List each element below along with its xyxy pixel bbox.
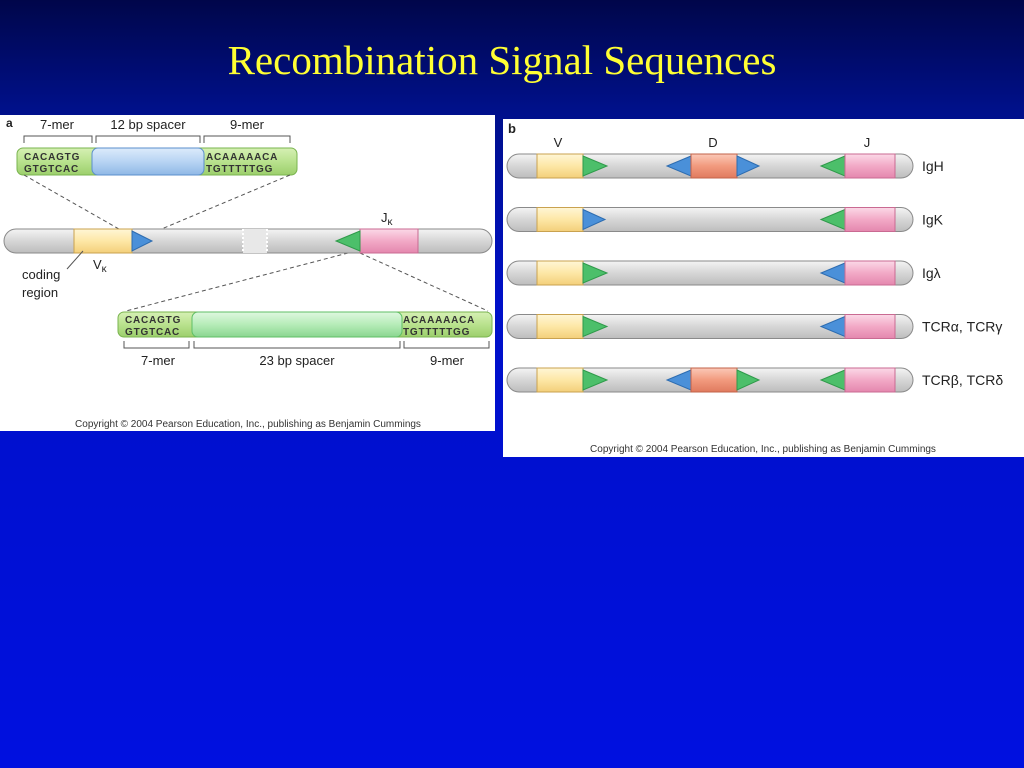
v-segment xyxy=(536,207,584,232)
bottom-heptamer-seq-top: CACAGTG xyxy=(125,315,181,326)
d-downstream-triangle-icon xyxy=(736,155,761,177)
j-segment xyxy=(844,260,896,286)
bottom-heptamer-label: 7-mer xyxy=(141,353,176,368)
v-segment xyxy=(536,153,584,179)
top-spacer-label: 12 bp spacer xyxy=(110,117,186,132)
coding-region-label-line1: coding xyxy=(22,267,60,282)
top-nonamer-seq-bottom: TGTTTTTGG xyxy=(206,164,273,175)
v-rss-triangle-icon xyxy=(582,369,609,391)
panel-a-diagram: a 7-mer 12 bp spacer 9-mer CACAGTG GTGTC… xyxy=(0,115,495,431)
v-rss-triangle-icon xyxy=(582,208,607,231)
bottom-heptamer-seq-bottom: GTGTCAC xyxy=(125,327,180,338)
top-nonamer-label: 9-mer xyxy=(230,117,265,132)
v-column-label: V xyxy=(554,135,563,150)
locus-row: TCRβ, TCRδ xyxy=(506,367,1003,393)
panel-a-copyright: Copyright © 2004 Pearson Education, Inc.… xyxy=(75,419,421,430)
chromosome-bar xyxy=(506,260,914,286)
j-column-label: J xyxy=(864,135,871,150)
panel-b-letter: b xyxy=(508,121,516,136)
j-segment xyxy=(844,314,896,339)
bottom-nonamer-label: 9-mer xyxy=(430,353,465,368)
v-rss-triangle-icon xyxy=(131,230,154,252)
locus-label: TCRβ, TCRδ xyxy=(922,372,1003,388)
v-segment xyxy=(536,314,584,339)
coding-region-pointer xyxy=(66,250,84,270)
bottom-zoom-lines xyxy=(125,252,489,312)
v-kappa-label: Vκ xyxy=(93,257,108,275)
top-heptamer-seq-bottom: GTGTCAC xyxy=(24,164,79,175)
j-rss-triangle-icon xyxy=(334,230,361,252)
top-rss-bar xyxy=(16,147,298,176)
top-nonamer-seq-top: ACAAAAACA xyxy=(206,152,278,163)
bottom-nonamer-seq-top: ACAAAAACA xyxy=(403,315,475,326)
slide-title: Recombination Signal Sequences xyxy=(227,37,777,83)
d-segment xyxy=(690,153,738,179)
bottom-rss-bar xyxy=(117,311,493,338)
j-segment xyxy=(844,153,896,179)
locus-row: TCRα, TCRγ xyxy=(506,314,1002,339)
locus-row: Igλ xyxy=(506,260,941,286)
bottom-spacer-label: 23 bp spacer xyxy=(259,353,335,368)
chromosome-bar xyxy=(506,314,914,339)
v-segment xyxy=(536,367,584,393)
j-segment xyxy=(844,367,896,393)
locus-row: IgH xyxy=(506,153,944,179)
locus-row: IgK xyxy=(506,207,944,232)
locus-label: TCRα, TCRγ xyxy=(922,319,1002,335)
panel-a-letter: a xyxy=(6,116,13,130)
d-column-label: D xyxy=(708,135,717,150)
locus-label: IgH xyxy=(922,158,944,174)
coding-region-label-line2: region xyxy=(22,285,58,300)
chromosome-bar xyxy=(506,207,914,232)
locus-label: Igλ xyxy=(922,265,941,281)
j-kappa-label: Jκ xyxy=(381,210,394,228)
v-rss-triangle-icon xyxy=(582,315,609,338)
locus-label: IgK xyxy=(922,212,944,228)
d-segment xyxy=(690,367,738,393)
main-chromosome xyxy=(3,228,493,254)
top-heptamer-label: 7-mer xyxy=(40,117,75,132)
bottom-nonamer-seq-bottom: TGTTTTTGG xyxy=(403,327,470,338)
top-heptamer-seq-top: CACAGTG xyxy=(24,152,80,163)
v-rss-triangle-icon xyxy=(582,155,609,177)
v-rss-triangle-icon xyxy=(582,262,609,284)
top-zoom-lines xyxy=(23,174,291,234)
panel-b-copyright: Copyright © 2004 Pearson Education, Inc.… xyxy=(590,444,936,455)
panel-a-svg: a 7-mer 12 bp spacer 9-mer CACAGTG GTGTC… xyxy=(3,116,493,430)
v-segment xyxy=(536,260,584,286)
j-segment xyxy=(844,207,896,232)
top-brackets xyxy=(23,135,291,143)
d-downstream-triangle-icon xyxy=(736,369,761,391)
bottom-brackets xyxy=(123,341,490,349)
